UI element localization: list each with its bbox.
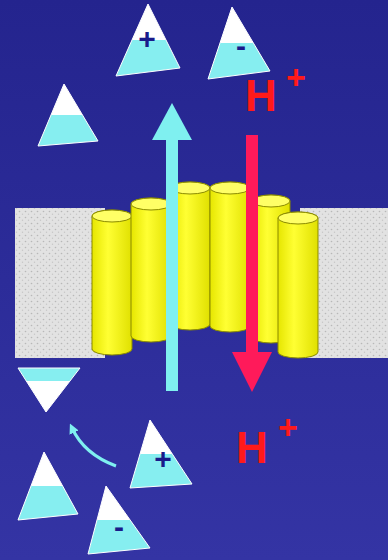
charge-superscript: + [286,60,306,94]
charge-sign: + [112,24,182,54]
arrowhead [152,103,192,140]
ion-triangle: + [114,2,184,80]
ion-triangle: - [84,484,154,558]
substrate-arrow [166,135,178,391]
proton-symbol: H [236,426,268,470]
arrowhead [232,352,272,392]
charge-superscript: + [278,410,298,444]
substrate-triangle [38,84,98,146]
proton-arrow [246,135,258,357]
transporter-protein [92,182,318,358]
charge-sign: + [128,444,198,474]
proton-symbol: H [245,74,277,118]
charge-sign: - [84,512,154,542]
binding-arrow [72,428,116,466]
ion-triangle: - [204,5,274,83]
bound-substrate [18,368,80,412]
substrate-triangle [18,452,78,520]
charge-sign: - [206,31,276,61]
ion-triangle: + [126,418,196,492]
